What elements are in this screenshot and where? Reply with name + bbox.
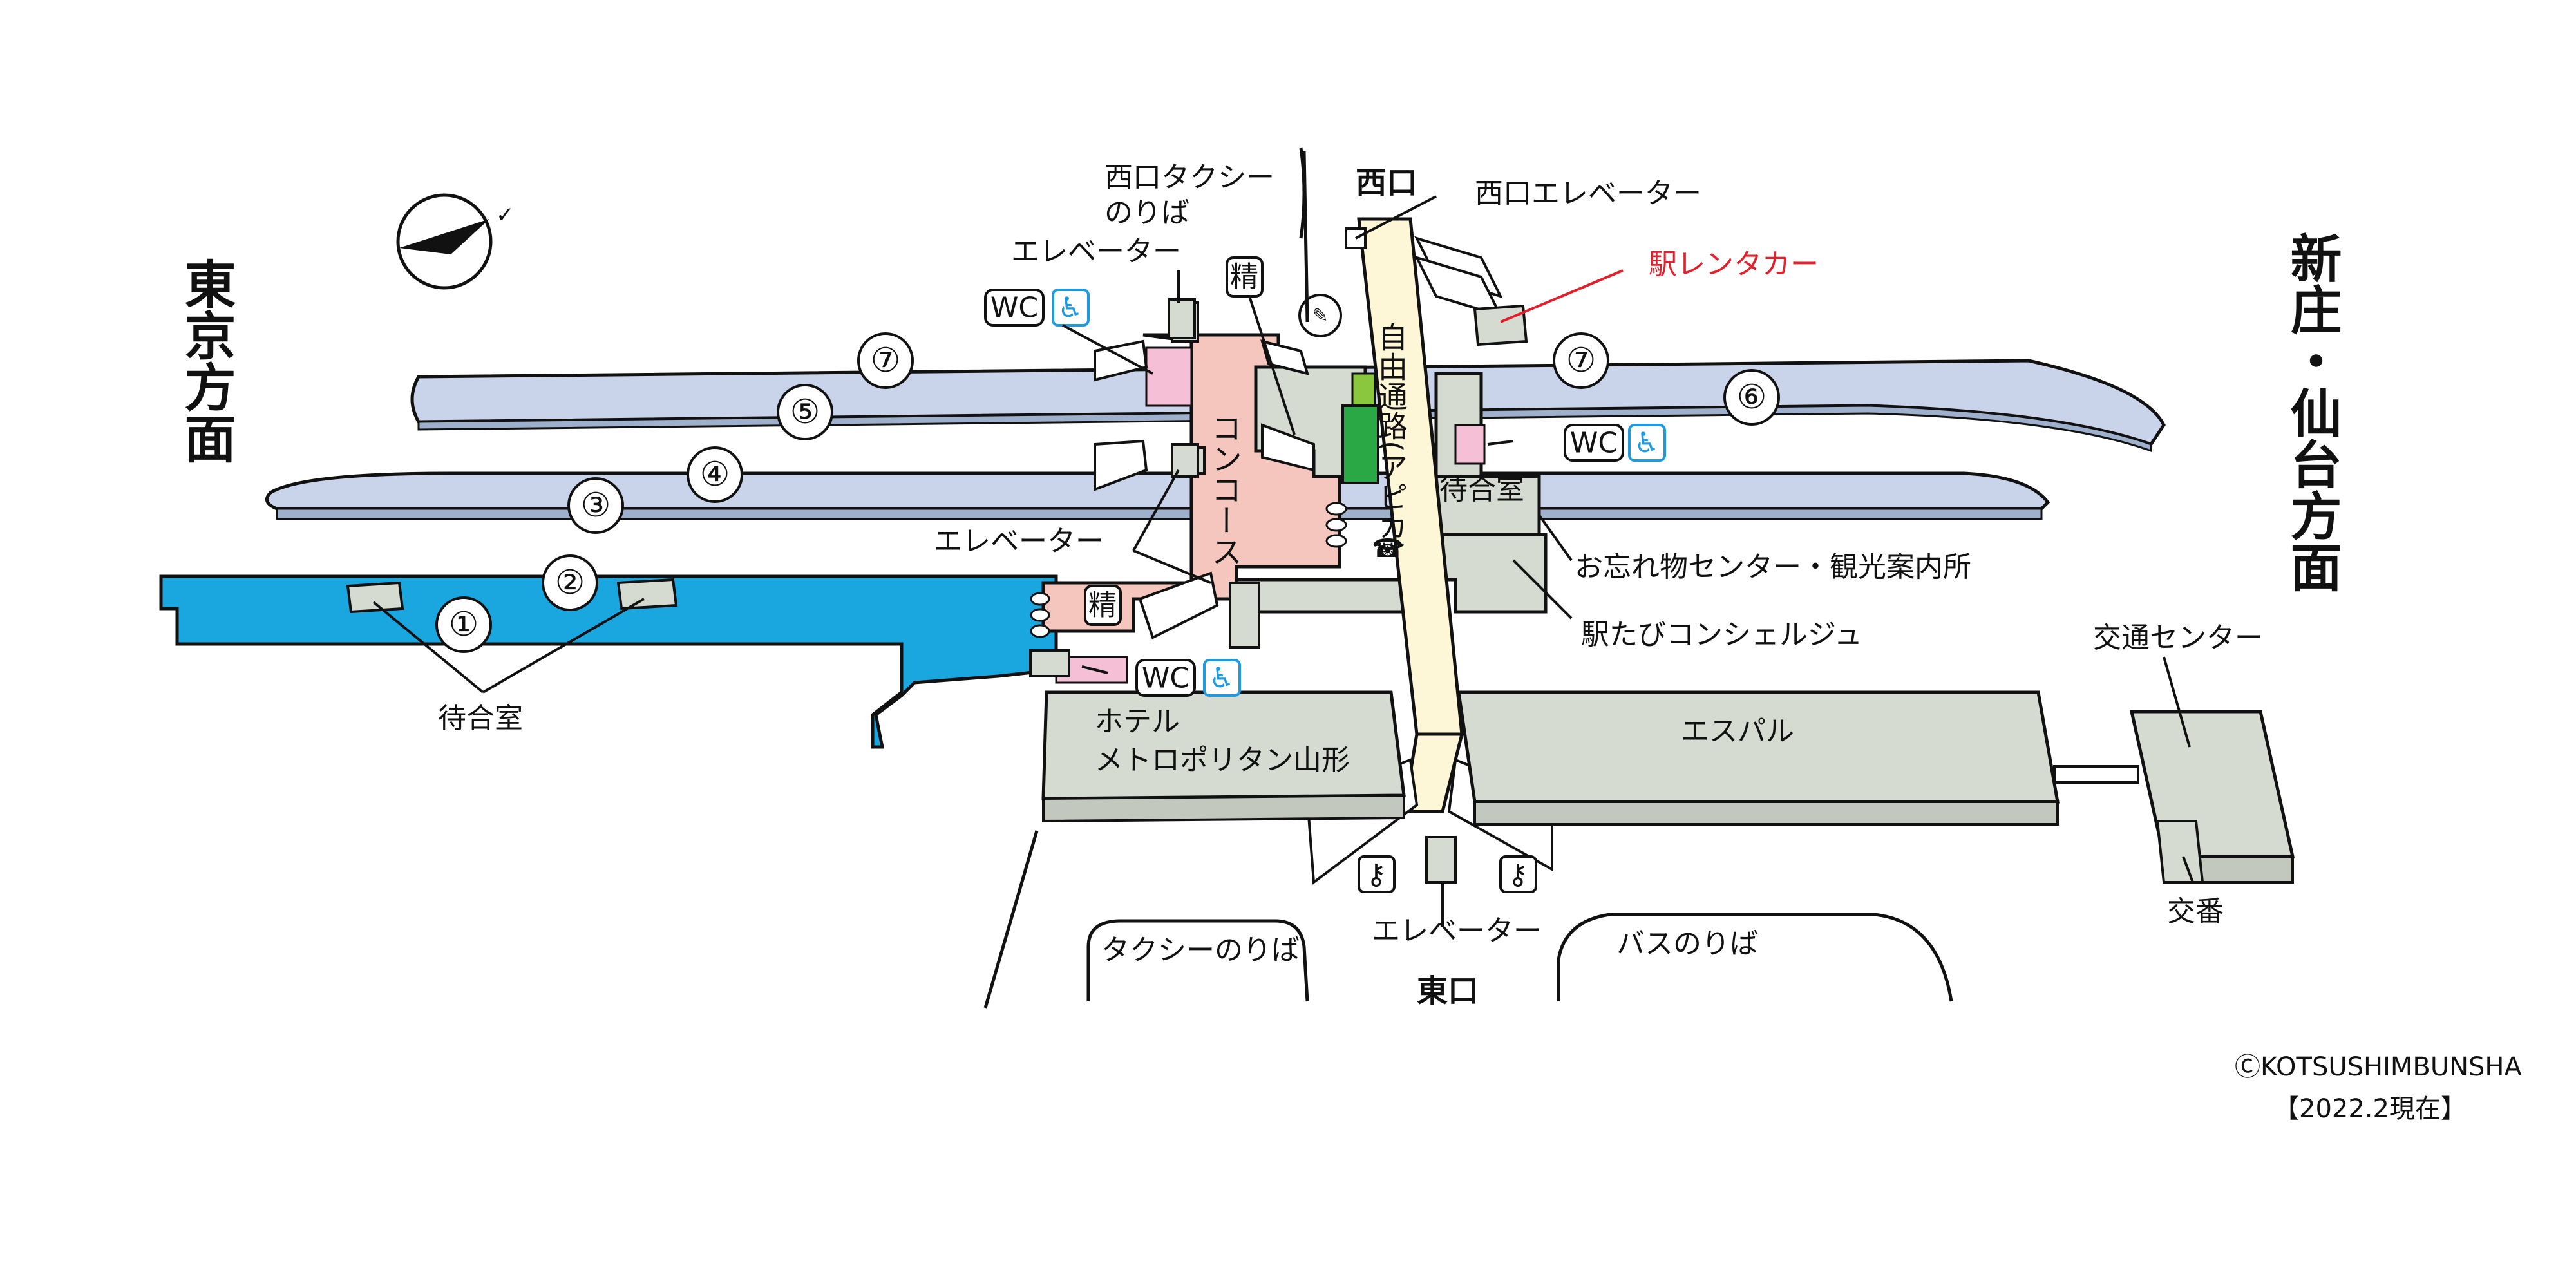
wc-north: WC (990, 292, 1038, 325)
phone-icon: ☎ (1372, 534, 1404, 564)
hotel-building: ホテル メトロポリタン山形 (1041, 690, 1406, 823)
locker-key-icon-east: ⚷ (1508, 858, 1528, 891)
concourse-label: コンコース (1206, 412, 1242, 567)
compass-icon: ✓ (396, 193, 515, 290)
track-7-east: ⑦ (1566, 341, 1596, 380)
track-1: ① (449, 605, 479, 644)
west-elevator-label: 西口エレベーター (1475, 177, 1701, 210)
west-taxi-line1: 西口タクシー (1104, 161, 1274, 194)
lockers (1030, 502, 1347, 638)
direction-left-char1: 東京方面 (176, 258, 236, 464)
hotel-line1: ホテル (1095, 705, 1180, 738)
ticket-office-icon: ✎ (1312, 305, 1328, 327)
svg-text:新庄・仙台方面: 新庄・仙台方面 (2282, 232, 2342, 592)
labels: 西口タクシー のりば 西口 西口エレベーター 駅レンタカー エレベーター エレベ… (934, 161, 2523, 1124)
elevator-east-label: エレベーター (1372, 914, 1542, 947)
rent-a-car-label: 駅レンタカー (1649, 248, 1819, 281)
wc-south: WC (1142, 662, 1189, 695)
as-of-date: 【2022.2現在】 (2273, 1094, 2467, 1124)
track-5: ⑤ (790, 393, 820, 431)
direction-shinjo-sendai: 新庄・仙台方面 (2282, 232, 2342, 592)
service-icons: 精 精 WC ♿ WC ♿ WC ♿ ⚷ ⚷ (984, 256, 1666, 893)
elevator-nw-label: エレベーター (1011, 235, 1181, 268)
police-box-label: 交番 (2167, 895, 2224, 928)
east-exit-label: 東口 (1417, 973, 1479, 1009)
west-taxi-line2: のりば (1104, 196, 1189, 229)
svg-text:✓: ✓ (496, 202, 515, 228)
taxi-stand-label: タクシーのりば (1101, 934, 1300, 967)
roads (983, 147, 1953, 1009)
locker-key-icon-west: ⚷ (1366, 858, 1387, 891)
west-exit-label: 西口 (1356, 165, 1417, 201)
accessible-icon-south: ♿ (1209, 662, 1234, 695)
direction-tokyo: 東京方面 (176, 258, 236, 464)
elevator-mid-label: エレベーター (934, 525, 1104, 558)
accessible-icon-north: ♿ (1057, 292, 1083, 325)
wc-east: WC (1570, 427, 1618, 460)
track-2: ② (555, 564, 585, 602)
fare-adjust-north: 精 (1230, 261, 1258, 294)
track-6: ⑥ (1737, 378, 1767, 417)
platform-track1-2 (159, 574, 1058, 749)
espal-building: エスパル (1457, 690, 2060, 826)
elevators (1168, 227, 1528, 884)
track-4: ④ (700, 455, 730, 494)
track-7-west: ⑦ (871, 341, 901, 380)
platform-waiting-shelters: 待合室 (346, 578, 678, 735)
traffic-center-label: 交通センター (2093, 621, 2263, 654)
accessible-icon-east: ♿ (1634, 427, 1659, 460)
ticket-office: ✎ (1298, 294, 1379, 484)
traffic-center: 交通センター 交番 (2053, 621, 2295, 928)
espal-label: エスパル (1681, 715, 1794, 748)
free-passage-label: 自由通路(アピカ) (1374, 322, 1408, 553)
waiting-room-right-label: 待合室 (1439, 473, 1524, 506)
copyright: ⒸKOTSUSHIMBUNSHA (2235, 1052, 2523, 1082)
platform-middle (265, 471, 2050, 520)
waiting-room-left-label: 待合室 (438, 702, 523, 735)
track-3: ③ (581, 486, 611, 525)
hotel-line2: メトロポリタン山形 (1095, 744, 1350, 777)
bus-stop-label: バスのりば (1616, 927, 1758, 960)
track-badges: ① ② ③ ④ ⑤ ⑥ ⑦ ⑦ (435, 332, 1780, 653)
concierge-label: 駅たびコンシェルジュ (1581, 618, 1862, 651)
leader-lines (1062, 195, 1624, 927)
fare-adjust-south: 精 (1088, 589, 1117, 622)
lost-and-found-label: お忘れ物センター・観光案内所 (1575, 551, 1971, 583)
